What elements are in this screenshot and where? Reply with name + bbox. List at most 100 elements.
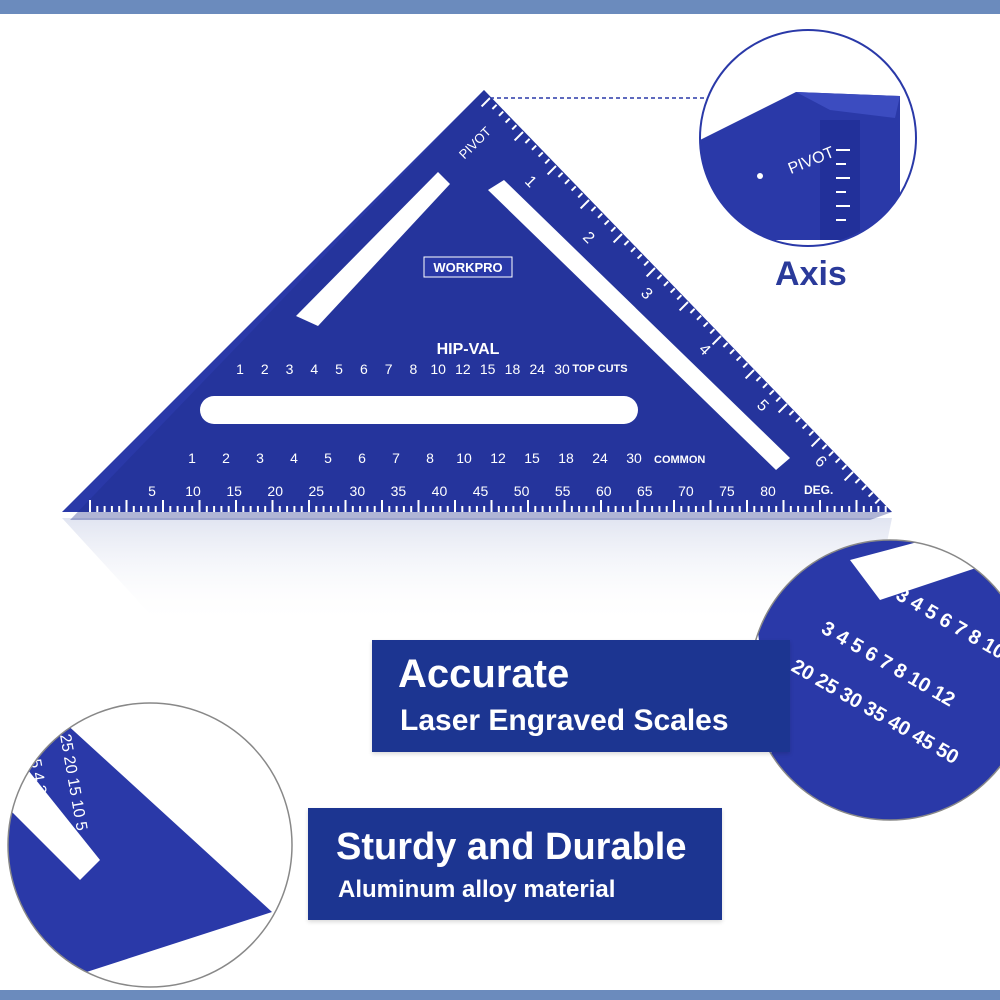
hypotenuse-tick (579, 199, 590, 210)
hypotenuse-tick (504, 117, 511, 124)
common-tick-label: 8 (426, 450, 434, 466)
degree-tick-label: 15 (226, 483, 242, 499)
hypotenuse-tick (513, 131, 524, 142)
degree-tick-label: 25 (308, 483, 324, 499)
slot-hypotenuse (488, 180, 790, 470)
hypotenuse-tick (861, 484, 867, 491)
hypotenuse-tick (744, 369, 755, 380)
tool-reflection (62, 518, 892, 625)
hip-val-tick-label: 10 (430, 361, 446, 377)
bottom-band (0, 990, 1000, 1000)
hypotenuse-tick (768, 389, 775, 396)
hypotenuse-tick (544, 158, 551, 165)
hypotenuse-tick (623, 240, 630, 246)
hypotenuse-tick (834, 457, 841, 464)
common-tick-label: 2 (222, 450, 230, 466)
slot-long (200, 396, 638, 424)
zoom-corner: 25 20 15 10 5 5 4 3 2 1 (8, 703, 292, 987)
hypotenuse-tick (564, 178, 570, 185)
degree-tick-label: 60 (596, 483, 612, 499)
hypotenuse-tick (630, 246, 636, 253)
common-tick-label: 1 (188, 450, 196, 466)
common-tick-label: 6 (358, 450, 366, 466)
hip-val-tick-label: 24 (529, 361, 545, 377)
hip-val-tick-label: 2 (261, 361, 269, 377)
degree-tick-label: 45 (473, 483, 489, 499)
hypotenuse-tick (511, 124, 518, 131)
common-tick-label: 12 (490, 450, 506, 466)
common-tick-label: 7 (392, 450, 400, 466)
hip-val-tick-label: 15 (480, 361, 496, 377)
hypotenuse-tick (702, 321, 709, 328)
hypotenuse-tick (524, 138, 531, 144)
hypotenuse-tick (577, 192, 584, 199)
degree-tick-label: 30 (350, 483, 366, 499)
brand-badge (423, 256, 513, 278)
hypotenuse-tick (777, 403, 788, 414)
common-tick-label: 10 (456, 450, 472, 466)
feature-heading: Accurate (398, 652, 570, 696)
degree-tick-label: 40 (432, 483, 448, 499)
hypotenuse-tick (537, 151, 544, 158)
hypotenuse-tick (709, 328, 716, 335)
degree-tick-label: 10 (185, 483, 201, 499)
hip-val-tick-label: 30 (554, 361, 570, 377)
degree-tick-label: 35 (391, 483, 407, 499)
degree-tick-label: 55 (555, 483, 571, 499)
hip-val-label: HIP-VAL (437, 341, 500, 358)
brand-logo: WORKPRO (433, 260, 502, 275)
hypotenuse-tick (808, 430, 815, 437)
zoom-pivot-ring (699, 29, 917, 247)
hypotenuse-tick (546, 165, 557, 176)
common-tick-label: 24 (592, 450, 608, 466)
hypotenuse-tick (645, 267, 656, 278)
hypotenuse-tick (696, 314, 702, 321)
top-cuts-label: TOP CUTS (572, 363, 627, 375)
hypotenuse-tick (828, 450, 834, 457)
hypotenuse-tick (689, 308, 696, 314)
common-tick-label: 3 (256, 450, 264, 466)
common-tick-label: 15 (524, 450, 540, 466)
feature-heading: Sturdy and Durable (336, 826, 687, 868)
hypotenuse-tick (570, 185, 577, 192)
hypotenuse-tick (590, 206, 597, 212)
degree-tick-label: 50 (514, 483, 530, 499)
zoom-pivot: PIVOT (700, 30, 916, 246)
hip-val-tick-label: 8 (409, 361, 417, 377)
hypotenuse-tick (821, 444, 828, 450)
hypotenuse-tick (597, 212, 603, 219)
degree-tick-label: 75 (719, 483, 735, 499)
hypotenuse-tick (867, 491, 874, 498)
hypotenuse-tick (636, 253, 643, 260)
hip-val-tick-label: 6 (360, 361, 368, 377)
hypotenuse-tick (874, 498, 881, 505)
hypotenuse-tick (801, 423, 808, 430)
hypotenuse-tick (610, 226, 617, 233)
hypotenuse-tick (491, 104, 498, 110)
degree-tick-label: 65 (637, 483, 653, 499)
axis-label: Axis (775, 255, 847, 293)
top-band (0, 0, 1000, 14)
degree-tick-label: 70 (678, 483, 694, 499)
hypotenuse-tick (603, 219, 610, 226)
zoom-scales: 2 3 4 5 6 7 8 10 3 4 5 6 7 8 10 12 20 25… (750, 540, 1000, 820)
hypotenuse-tick (557, 172, 564, 178)
hip-val-tick-label: 18 (505, 361, 521, 377)
hypotenuse-tick (755, 376, 762, 382)
feature-subheading: Aluminum alloy material (338, 876, 616, 903)
common-tick-label: 4 (290, 450, 298, 466)
hypotenuse-tick (676, 294, 683, 301)
slot-upper (296, 172, 450, 326)
hip-val-tick-label: 4 (310, 361, 318, 377)
degree-tick-label: 20 (267, 483, 283, 499)
degree-label: DEG. (804, 483, 833, 497)
hypotenuse-tick (722, 342, 729, 348)
hypotenuse-tick (678, 301, 689, 312)
hypotenuse-tick (669, 287, 676, 294)
hypotenuse-tick (643, 260, 650, 267)
hypotenuse-tick (735, 355, 742, 362)
hypotenuse-tick (854, 478, 861, 484)
